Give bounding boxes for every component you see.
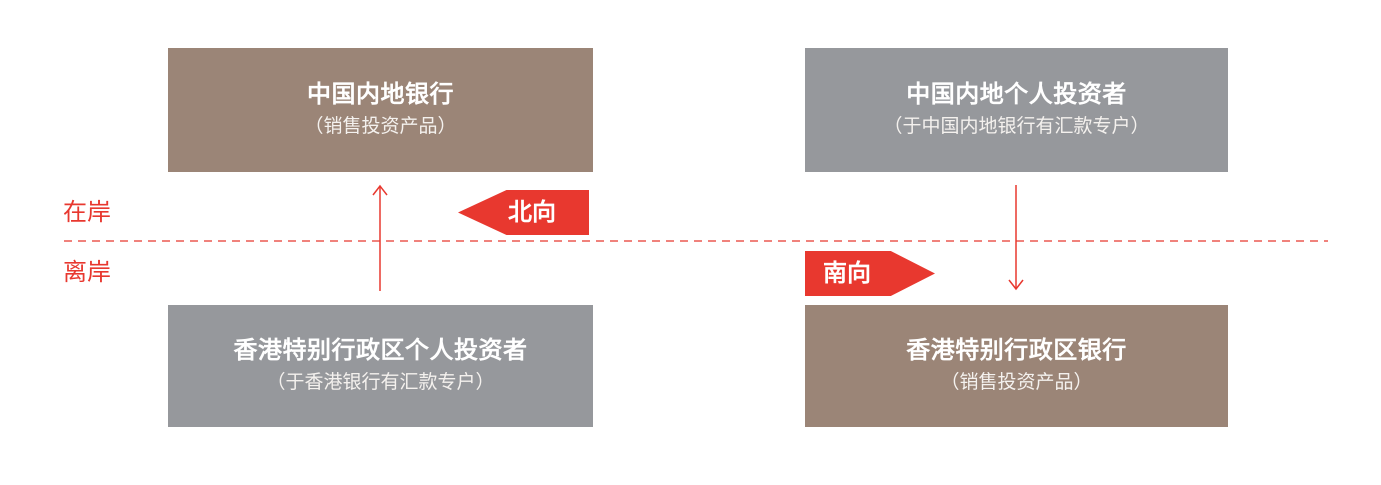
hk-bank-title: 香港特别行政区银行 [906, 337, 1127, 364]
northbound-arrowhead-icon [372, 184, 388, 196]
offshore-label: 离岸 [63, 259, 111, 286]
northbound-label: 北向 [508, 199, 556, 226]
mainland-investor-subtitle: （于中国内地银行有汇款专户） [883, 116, 1150, 137]
mainland-investor-box: 中国内地个人投资者 （于中国内地银行有汇款专户） [805, 48, 1228, 172]
onshore-label: 在岸 [63, 199, 111, 226]
hk-bank-subtitle: （销售投资产品） [940, 372, 1093, 393]
southbound-tag: 南向 [805, 251, 935, 296]
northbound-tag: 北向 [458, 190, 589, 235]
mainland-bank-title: 中国内地银行 [307, 81, 454, 108]
hk-bank-box: 香港特别行政区银行 （销售投资产品） [805, 305, 1228, 427]
hk-investor-box: 香港特别行政区个人投资者 （于香港银行有汇款专户） [168, 305, 593, 427]
mainland-bank-subtitle: （销售投资产品） [304, 116, 457, 137]
mainland-investor-title: 中国内地个人投资者 [906, 81, 1127, 108]
hk-investor-title: 香港特别行政区个人投资者 [233, 337, 528, 364]
mainland-bank-box: 中国内地银行 （销售投资产品） [168, 48, 593, 172]
southbound-label: 南向 [823, 260, 871, 287]
southbound-arrowhead-icon [1008, 279, 1024, 291]
hk-investor-subtitle: （于香港银行有汇款专户） [266, 372, 495, 393]
